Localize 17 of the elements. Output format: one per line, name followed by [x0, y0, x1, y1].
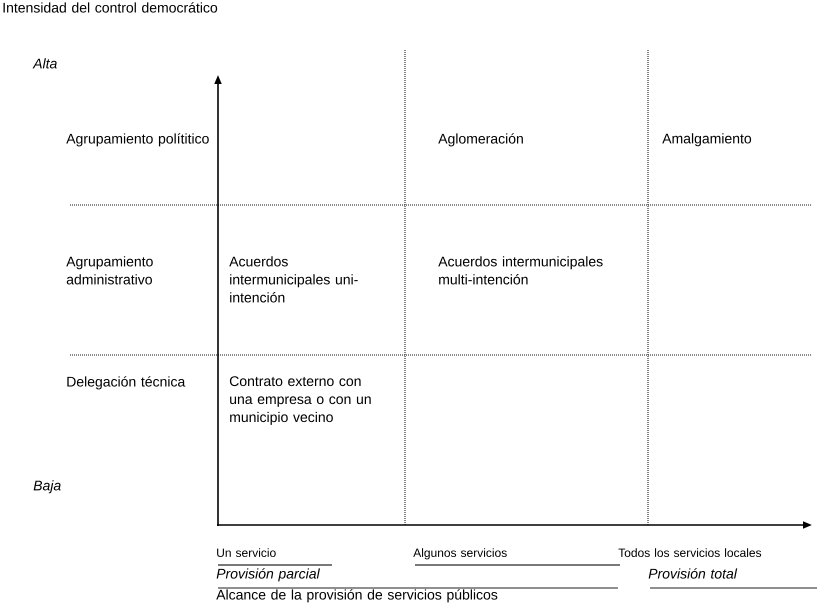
axis-title: Alcance de la provisión de servicios públicos	[216, 589, 498, 602]
cell-text: Aglomeración	[438, 133, 523, 146]
column-label: Algunos servicios	[413, 548, 507, 560]
row-label: Agrupamiento polítitico	[66, 133, 209, 146]
scale-label: Alta	[32, 58, 57, 68]
column-label: Un servicio	[217, 548, 276, 557]
cell-text: Acuerdos intermunicipales uni-intención	[229, 256, 358, 302]
column-label: Todos los servicios locales	[618, 548, 762, 557]
cell-text: Contrato externo con una empresa o con un municipio vecino	[230, 376, 371, 425]
scale-label: Baja	[34, 480, 61, 494]
range-label: Provisión parcial	[216, 568, 320, 582]
range-label: Provisión total	[648, 568, 738, 579]
row-label: Agrupamiento administrativo	[66, 256, 153, 284]
cell-text: Acuerdos intermunicipales multi-intención	[438, 256, 603, 284]
axis-title: Intensidad del control democrático	[3, 2, 218, 13]
cell-text: Amalgamiento	[662, 133, 752, 146]
row-label: Delegación técnica	[67, 376, 186, 390]
